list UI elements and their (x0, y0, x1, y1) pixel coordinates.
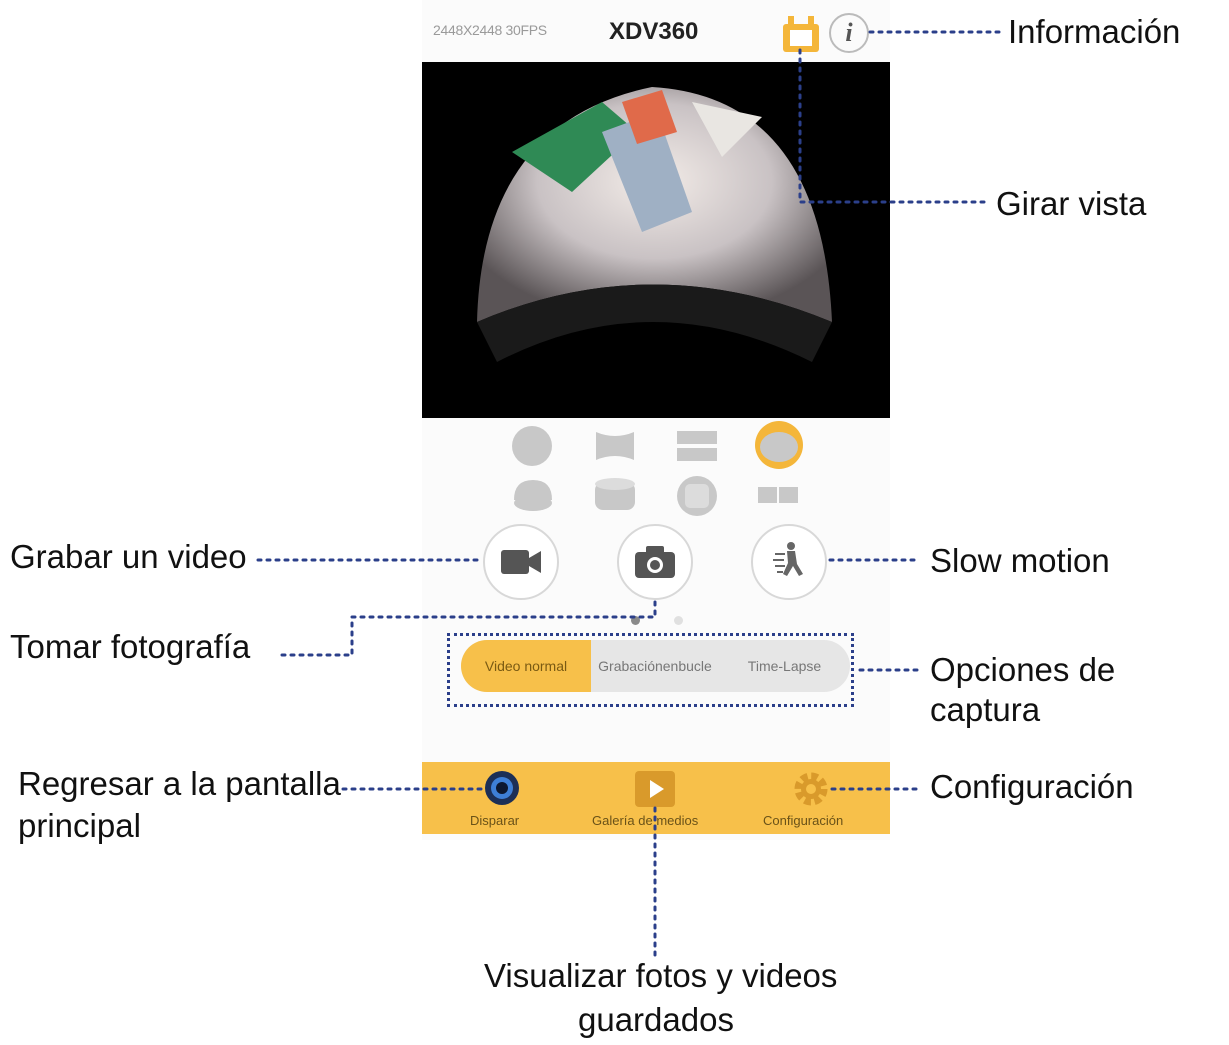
callout-home-line1: Regresar a la pantalla (18, 765, 341, 802)
take-photo-button[interactable] (617, 524, 693, 600)
tab-shoot[interactable]: Disparar (462, 762, 542, 834)
slow-motion-icon (773, 542, 803, 576)
tab-gallery[interactable]: Galería de medios (592, 762, 720, 834)
projection-dome-icon[interactable] (512, 478, 554, 519)
camera-title: XDV360 (609, 18, 699, 45)
tab-gallery-label: Galería de medios (592, 813, 699, 828)
callout-settings: Configuración (930, 768, 1134, 805)
callout-gallery-line2: guardados (578, 1001, 734, 1038)
callout-record-video: Grabar un video (10, 538, 247, 575)
camera-icon (635, 546, 675, 578)
live-preview (422, 62, 890, 418)
mode-video-normal[interactable]: Video normal (461, 640, 591, 692)
tab-settings[interactable]: Configuración (757, 762, 867, 834)
mode-loop-recording[interactable]: Grabaciónenbucle (598, 658, 712, 674)
gear-icon (794, 772, 828, 806)
projection-panorama-icon[interactable] (594, 430, 636, 467)
callout-info: Información (1008, 13, 1181, 50)
capture-mode-selector: Video normal Grabaciónenbucle Time-Lapse (461, 640, 850, 692)
projection-cube-icon[interactable] (676, 475, 718, 522)
bottom-tab-bar: Disparar Galería de medios Configuración (422, 762, 890, 834)
callout-home-line2: principal (18, 807, 141, 844)
tab-settings-label: Configuración (763, 813, 844, 828)
projection-sphere-icon[interactable] (511, 425, 553, 472)
page-indicator-active (631, 616, 640, 625)
projection-cylinder-icon[interactable] (594, 476, 636, 521)
mode-time-lapse[interactable]: Time-Lapse (747, 658, 822, 674)
shoot-lens-icon (485, 771, 519, 805)
rotate-view-icon[interactable] (780, 14, 822, 54)
tab-shoot-label: Disparar (470, 813, 520, 828)
record-video-button[interactable] (483, 524, 559, 600)
video-camera-icon (501, 550, 541, 574)
page-indicator (674, 616, 683, 625)
callout-slow-motion: Slow motion (930, 542, 1110, 579)
slow-motion-button[interactable] (751, 524, 827, 600)
callout-gallery-line1: Visualizar fotos y videos (484, 957, 838, 994)
callout-rotate-view: Girar vista (996, 185, 1147, 222)
projection-fisheye-icon[interactable] (754, 420, 804, 475)
callout-take-photo: Tomar fotografía (10, 628, 251, 665)
projection-dual-strip-icon[interactable] (676, 430, 718, 467)
play-gallery-icon (635, 771, 675, 807)
capture-options-highlight (447, 633, 854, 707)
info-icon[interactable]: i (829, 13, 869, 53)
projection-split-icon[interactable] (757, 486, 799, 509)
resolution-label: 2448X2448 30FPS (433, 22, 547, 38)
callout-capture-options: Opciones de captura (930, 651, 1116, 728)
